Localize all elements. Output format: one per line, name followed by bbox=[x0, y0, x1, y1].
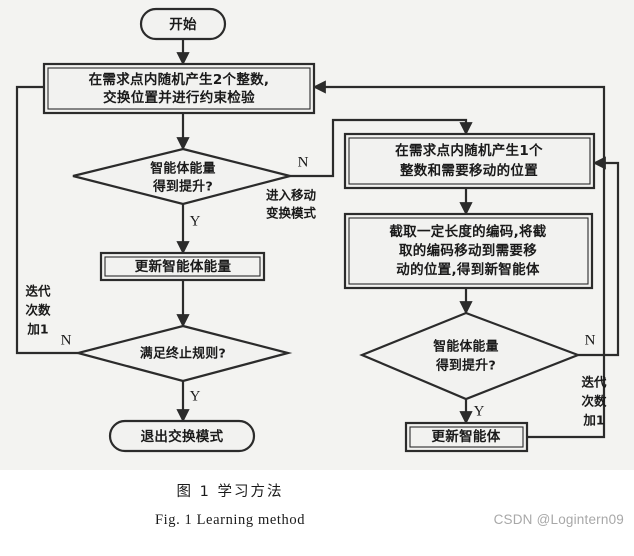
edge-note-enter-move-mode-line2: 变换模式 bbox=[266, 206, 317, 221]
edge-note-iter-inc-right: 迭代 次数 加1 bbox=[581, 375, 607, 428]
node-move-check-line2: 得到提升? bbox=[435, 358, 496, 374]
edge-note-iter-right-line1: 迭代 bbox=[581, 375, 607, 390]
edge-swap-check-no-to-move-gen bbox=[290, 118, 473, 178]
node-swap-gen: 在需求点内随机产生2个整数, 交换位置并进行约束检验 bbox=[42, 62, 316, 115]
node-move-check: 智能体能量 得到提升? bbox=[359, 311, 582, 401]
node-move-update: 更新智能体 bbox=[404, 421, 529, 453]
node-swap-exit: 退出交换模式 bbox=[108, 419, 256, 453]
node-move-apply: 截取一定长度的编码,将截 取的编码移动到需要移 动的位置,得到新智能体 bbox=[343, 212, 594, 290]
node-swap-check-line1: 智能体能量 bbox=[150, 161, 215, 177]
node-move-update-label: 更新智能体 bbox=[432, 428, 501, 445]
edge-note-iter-left-line2: 次数 bbox=[25, 303, 51, 318]
flowchart-canvas: 开始 在需求点内随机产生2个整数, 交换位置并进行约束检验 智能体能量 得到提升… bbox=[0, 0, 634, 470]
node-swap-update-label: 更新智能体能量 bbox=[135, 258, 232, 275]
branch-label-swap-check-no: N bbox=[298, 154, 309, 170]
node-move-apply-line1: 截取一定长度的编码,将截 bbox=[389, 223, 546, 240]
node-start: 开始 bbox=[139, 7, 227, 41]
node-stop-rule: 满足终止规则? bbox=[73, 324, 293, 383]
node-move-apply-line2: 取的编码移动到需要移 bbox=[399, 242, 537, 259]
figure-caption-chinese: 图 1 学习方法 bbox=[176, 484, 284, 500]
node-swap-check-line2: 得到提升? bbox=[152, 179, 213, 195]
edge-note-enter-move-mode-line1: 进入移动 bbox=[266, 188, 317, 203]
figure-caption-zone: 图 1 学习方法 Fig. 1 Learning method CSDN @Lo… bbox=[0, 470, 634, 556]
branch-label-move-check-no: N bbox=[585, 332, 596, 348]
edge-note-iter-right-line2: 次数 bbox=[581, 394, 607, 409]
node-move-gen-line1: 在需求点内随机产生1个 bbox=[395, 142, 543, 159]
node-swap-gen-line2: 交换位置并进行约束检验 bbox=[103, 89, 255, 106]
edge-note-iter-right-line3: 加1 bbox=[582, 413, 604, 428]
node-swap-check: 智能体能量 得到提升? bbox=[72, 147, 291, 206]
node-start-label: 开始 bbox=[169, 16, 197, 33]
edge-move-check-no-loop bbox=[578, 156, 620, 357]
edge-note-iter-left-line3: 加1 bbox=[26, 322, 48, 337]
node-swap-gen-line1: 在需求点内随机产生2个整数, bbox=[89, 71, 270, 88]
branch-label-stop-rule-no: N bbox=[61, 332, 72, 348]
node-swap-exit-label: 退出交换模式 bbox=[141, 428, 224, 445]
node-move-check-line1: 智能体能量 bbox=[433, 339, 498, 355]
edge-move-update-to-swap-gen bbox=[312, 80, 606, 439]
edge-note-iter-left-line1: 迭代 bbox=[25, 284, 51, 299]
flowchart-svg: 开始 在需求点内随机产生2个整数, 交换位置并进行约束检验 智能体能量 得到提升… bbox=[15, 7, 620, 453]
figure-caption-english: Fig. 1 Learning method bbox=[154, 512, 306, 528]
node-move-gen: 在需求点内随机产生1个 整数和需要移动的位置 bbox=[343, 132, 596, 190]
edge-note-enter-move-mode: 进入移动 变换模式 bbox=[266, 188, 317, 221]
node-move-gen-line2: 整数和需要移动的位置 bbox=[400, 162, 538, 179]
node-move-apply-line3: 动的位置,得到新智能体 bbox=[396, 261, 540, 278]
branch-label-swap-check-yes: Y bbox=[190, 213, 201, 229]
edge-stop-rule-no-loop bbox=[15, 80, 78, 355]
branch-label-move-check-yes: Y bbox=[474, 403, 485, 419]
node-stop-rule-label: 满足终止规则? bbox=[140, 346, 226, 362]
csdn-watermark: CSDN @Logintern09 bbox=[493, 512, 624, 527]
branch-label-stop-rule-yes: Y bbox=[190, 388, 201, 404]
node-swap-update: 更新智能体能量 bbox=[99, 251, 266, 282]
edge-note-iter-inc-left: 迭代 次数 加1 bbox=[25, 284, 51, 337]
